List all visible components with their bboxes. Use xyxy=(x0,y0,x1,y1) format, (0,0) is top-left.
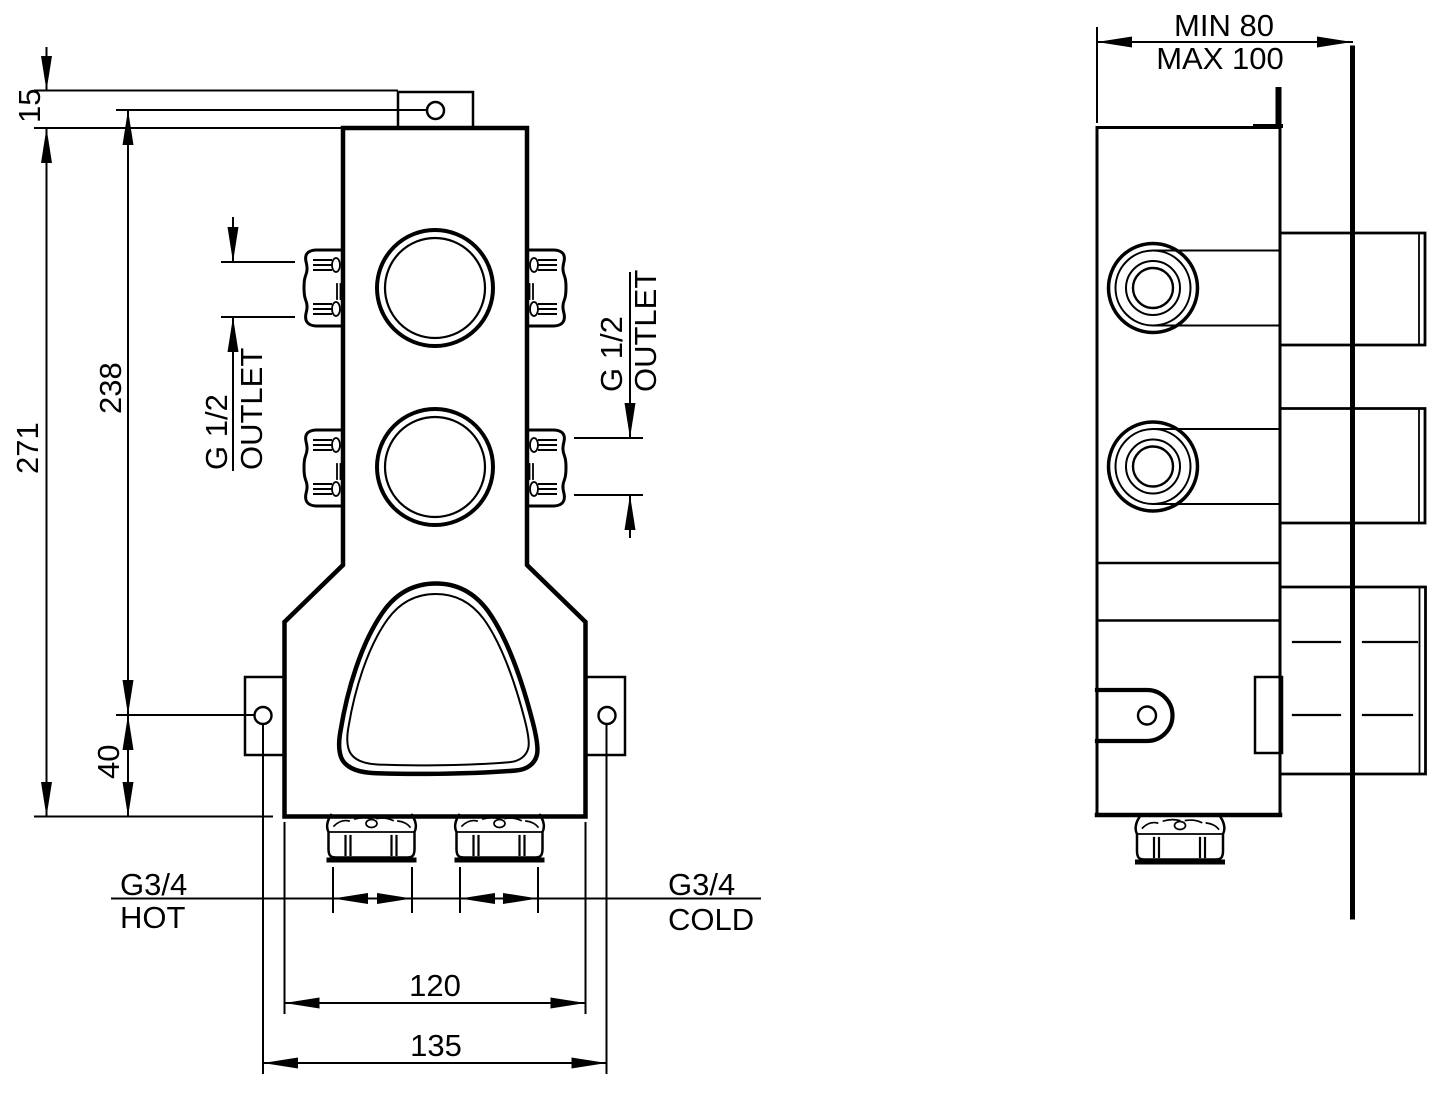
front-upper-port xyxy=(375,228,495,348)
depth-max-label: MAX 100 xyxy=(1156,41,1284,76)
side-upper-outlet xyxy=(1106,241,1281,335)
inlet-callout: G3/4 HOT G3/4 COLD xyxy=(111,867,761,937)
front-right-tab xyxy=(584,675,627,757)
cold-size-label: G3/4 xyxy=(668,867,735,902)
side-view xyxy=(1094,45,1427,920)
side-back-plate xyxy=(1253,675,1284,755)
front-triangular-recess xyxy=(336,581,540,777)
outlet-left-callout: G 1/2 OUTLET xyxy=(199,217,295,471)
side-lower-outlet xyxy=(1106,420,1281,513)
outlet-fitting-upper-right xyxy=(527,248,568,328)
wall-box-lower xyxy=(1278,585,1427,776)
outlet-right-size-label: G 1/2 xyxy=(594,316,629,392)
dim-120-label: 120 xyxy=(409,968,461,1003)
wall-box-upper xyxy=(1278,231,1427,347)
front-lower-port xyxy=(375,407,495,527)
depth-min-label: MIN 80 xyxy=(1174,8,1274,43)
inlet-nut-cold xyxy=(455,815,544,860)
side-mount-tab xyxy=(1094,687,1175,744)
outlet-fitting-upper-left xyxy=(302,248,343,328)
dim-120: 120 xyxy=(283,822,587,1014)
side-mount-tab-hole xyxy=(1136,705,1158,726)
dim-238: 238 xyxy=(93,109,134,716)
front-body-outline xyxy=(282,125,588,819)
front-view xyxy=(243,90,627,860)
inlet-nut-hot xyxy=(327,815,416,860)
hot-size-label: G3/4 xyxy=(120,867,187,902)
hot-word-label: HOT xyxy=(120,900,186,935)
dim-40: 40 xyxy=(91,714,134,818)
outlet-left-size-label: G 1/2 xyxy=(199,394,234,470)
dim-40-label: 40 xyxy=(91,745,126,779)
outlet-right-callout: G 1/2 OUTLET xyxy=(574,270,663,538)
front-right-tab-hole xyxy=(597,705,617,726)
wall-box-middle xyxy=(1278,407,1427,525)
outlet-right-word-label: OUTLET xyxy=(628,270,663,392)
outlet-fitting-lower-right xyxy=(527,428,568,508)
dim-271: 271 xyxy=(10,127,52,818)
dim-135: 135 xyxy=(262,723,608,1074)
dim-271-label: 271 xyxy=(10,422,45,474)
dim-15-label: 15 xyxy=(12,89,47,123)
outlet-left-word-label: OUTLET xyxy=(234,348,269,470)
front-top-tab-hole xyxy=(425,100,446,121)
dim-15: 15 xyxy=(12,47,52,123)
dim-depth: MIN 80 MAX 100 xyxy=(1096,8,1353,123)
cold-word-label: COLD xyxy=(668,902,754,937)
dim-238-label: 238 xyxy=(93,362,128,414)
side-inlet-nut xyxy=(1136,817,1225,862)
dimension-annotations: 15 271 238 40 xyxy=(10,8,1353,1074)
dim-135-label: 135 xyxy=(410,1028,462,1063)
front-left-tab-hole xyxy=(253,705,273,726)
outlet-fitting-lower-left xyxy=(302,428,343,508)
